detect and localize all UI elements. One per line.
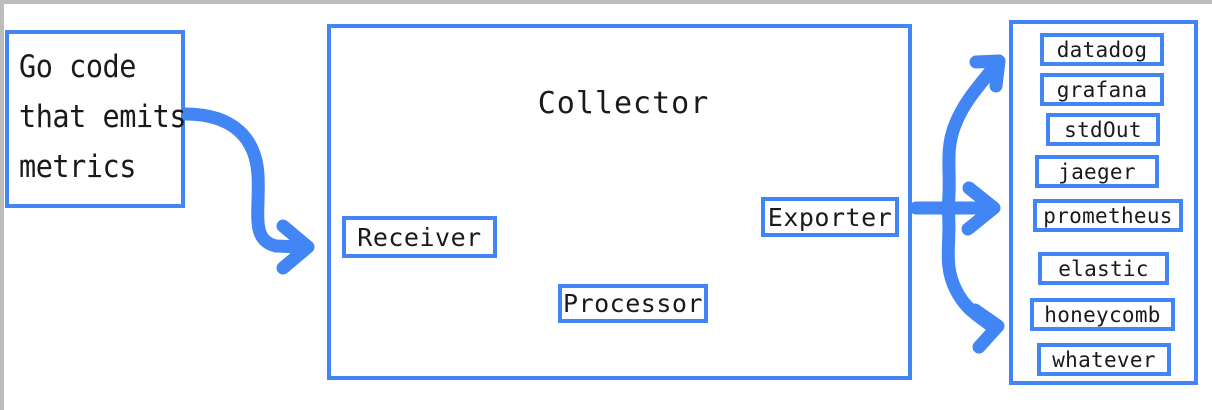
backend-label: datadog: [1056, 37, 1148, 62]
arrow-collector-to-backends-bottom: [941, 201, 1005, 354]
canvas-left-edge-strip: [0, 0, 4, 410]
collector-title: Collector: [537, 86, 710, 121]
backend-tag-honeycomb[interactable]: honeycomb: [1030, 298, 1175, 331]
canvas-top-edge-strip: [0, 0, 1212, 4]
stage-receiver-label: Receiver: [357, 222, 482, 252]
backend-tag-datadog[interactable]: datadog: [1040, 33, 1164, 66]
backend-label: prometheus: [1043, 203, 1173, 228]
source-note-box: Go code that emits metrics: [5, 30, 187, 208]
backend-label: stdOut: [1064, 117, 1142, 142]
backend-label: elastic: [1058, 256, 1149, 281]
source-note-line-1: Go code: [19, 49, 136, 85]
backend-tag-jaeger[interactable]: jaeger: [1035, 155, 1159, 188]
backend-tag-elastic[interactable]: elastic: [1038, 252, 1169, 285]
stage-receiver-box[interactable]: Receiver: [342, 216, 497, 258]
backend-tag-stdout[interactable]: stdOut: [1046, 113, 1160, 146]
arrow-source-to-receiver: [178, 107, 315, 275]
stage-processor-box[interactable]: Processor: [558, 284, 708, 323]
arrow-collector-to-backends-middle: [941, 181, 1001, 236]
backend-label: grafana: [1056, 77, 1148, 102]
stage-processor-label: Processor: [563, 289, 703, 318]
source-note-line-2: that emits: [19, 99, 187, 135]
backends-container: datadog grafana stdOut jaeger prometheus…: [1009, 20, 1198, 385]
source-note-line-3: metrics: [19, 149, 136, 185]
backend-tag-whatever[interactable]: whatever: [1037, 343, 1171, 376]
backend-label: honeycomb: [1044, 302, 1161, 327]
backend-tag-prometheus[interactable]: prometheus: [1033, 199, 1183, 232]
stage-exporter-label: Exporter: [767, 202, 893, 232]
backend-tag-grafana[interactable]: grafana: [1040, 73, 1164, 106]
backend-label: jaeger: [1058, 159, 1136, 184]
arrow-collector-to-backends-top: [941, 54, 1006, 215]
backend-label: whatever: [1052, 347, 1156, 372]
stage-exporter-box[interactable]: Exporter: [761, 197, 899, 237]
